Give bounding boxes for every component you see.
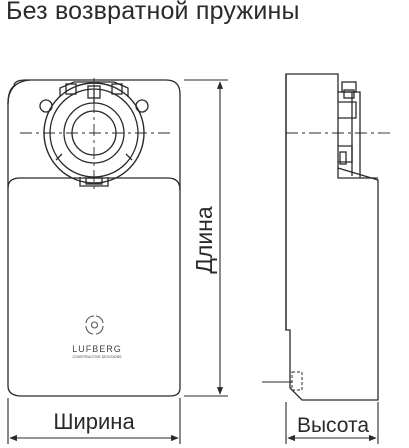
side-body-outline	[285, 73, 379, 401]
height-label: Высота	[297, 414, 369, 437]
lufberg-logo-mark	[85, 315, 104, 335]
side-bracket	[338, 91, 361, 178]
dimension-lines	[7, 79, 379, 444]
length-label: Длина	[191, 206, 217, 274]
front-top-cap	[7, 79, 31, 105]
logo-name: LUFBERG	[72, 344, 122, 354]
width-label: Ширина	[53, 409, 135, 434]
front-view	[7, 78, 181, 397]
side-connector	[291, 371, 303, 391]
diagram-title: Без возвратной пружины	[6, 0, 300, 25]
side-view	[262, 73, 392, 401]
logo-tagline: CONSTRUCTIVE DECISIONS	[72, 355, 122, 359]
